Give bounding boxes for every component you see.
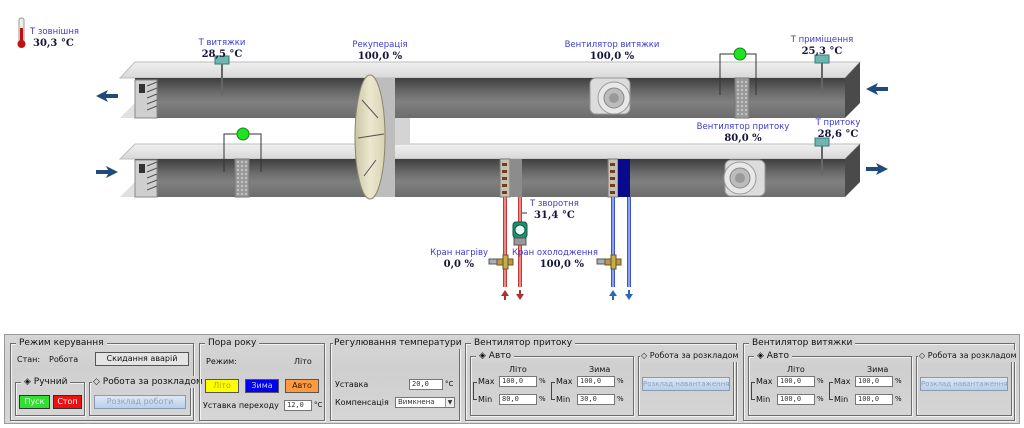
radio-selected-icon: ◈ xyxy=(479,351,489,361)
outdoor-thermometer-icon xyxy=(17,17,26,48)
exhaust-winter-header: Зима xyxy=(867,365,889,374)
hvac-scheme: Т зовнішня 30,3 °C Т витяжки 28,5 °C Рек… xyxy=(17,17,888,300)
chevron-down-icon: ▼ xyxy=(445,398,454,407)
state-label: Стан: xyxy=(17,355,41,364)
exhaust-fan-group: Вентилятор витяжки ◈ Авто Літо Зима Max … xyxy=(743,337,1018,421)
supply-winter-max-input[interactable]: 100,0 xyxy=(577,376,615,387)
manual-radio[interactable]: ◈ Ручний xyxy=(21,376,71,388)
control-panel: Режим керування Стан: Робота Скидання ав… xyxy=(4,334,1020,424)
radio-selected-icon: ◈ xyxy=(24,377,34,387)
room-temp-readout: Т приміщення 25,3 °C xyxy=(790,35,854,57)
work-schedule-button[interactable]: Розклад роботи xyxy=(94,395,186,409)
radio-empty-icon: ◇ xyxy=(93,377,103,387)
recuperator-wheel xyxy=(354,74,410,200)
start-button[interactable]: Пуск xyxy=(19,395,50,409)
supply-fan-auto-radio[interactable]: ◈ Авто xyxy=(476,350,515,362)
exhaust-load-schedule-button[interactable]: Розклад навантаження xyxy=(920,377,1008,391)
supply-summer-header: Літо xyxy=(509,365,527,374)
control-mode-title: Режим керування xyxy=(16,337,107,349)
exhaust-duct xyxy=(118,61,862,119)
season-mode-value: Літо xyxy=(294,357,312,366)
supply-filter-status xyxy=(223,127,262,172)
exhaust-fan xyxy=(589,77,631,115)
winter-button[interactable]: Зима xyxy=(245,379,279,393)
room-return-arrow xyxy=(866,83,888,95)
exhaust-fan-schedule-group: ◇ Робота за розкладом Розклад навантажен… xyxy=(916,350,1018,416)
supply-fan xyxy=(723,159,766,197)
supply-summer-max-input[interactable]: 100,0 xyxy=(499,376,537,387)
supply-fan-group: Вентилятор притоку ◈ Авто Літо Зима Max … xyxy=(465,337,740,421)
exhaust-fan-auto-radio[interactable]: ◈ Авто xyxy=(754,350,793,362)
supply-out-arrow xyxy=(866,163,888,175)
exhaust-out-arrow xyxy=(96,90,118,102)
season-mode-label: Режим: xyxy=(206,357,237,366)
supply-temp-readout: Т притоку 28,6 °C xyxy=(815,118,861,140)
supply-summer-min-input[interactable]: 80,0 xyxy=(499,394,537,405)
changeover-unit: °C xyxy=(314,401,323,409)
summer-button[interactable]: Літо xyxy=(205,379,239,393)
supply-fan-schedule-group: ◇ Робота за розкладом Розклад навантажен… xyxy=(638,350,740,416)
supply-in-arrow xyxy=(96,166,118,178)
state-value: Робота xyxy=(49,355,79,364)
exhaust-temp-readout: Т витяжки 28,5 °C xyxy=(198,38,246,60)
compensation-label: Компенсація xyxy=(335,398,389,407)
supply-fan-title: Вентилятор притоку xyxy=(471,337,576,349)
auto-season-button[interactable]: Авто xyxy=(285,379,319,393)
cooling-valve-readout: Кран охолодження 100,0 % xyxy=(512,248,598,270)
exhaust-winter-min-label: Min xyxy=(834,395,849,404)
supply-fan-readout: Вентилятор притоку 80,0 % xyxy=(696,122,790,144)
schedule-radio[interactable]: ◇ Робота за розкладом xyxy=(92,376,204,388)
season-group: Пора року Режим: Літо Літо Зима Авто Уст… xyxy=(199,337,325,421)
exhaust-summer-header: Літо xyxy=(787,365,805,374)
heating-pipes xyxy=(488,197,528,300)
heating-valve-readout: Кран нагріву 0,0 % xyxy=(430,248,488,270)
exhaust-fan-schedule-radio[interactable]: ◇ Робота за розкладом xyxy=(918,350,1018,362)
hvac-diagram xyxy=(17,17,888,300)
return-temp-readout: Т зворотня 31,4 °C xyxy=(530,199,579,221)
supply-summer-min-label: Min xyxy=(478,395,493,404)
exhaust-summer-max-label: Max xyxy=(756,377,773,386)
changeover-input[interactable]: 12,0 xyxy=(284,400,312,411)
exhaust-fan-readout: Вентилятор витяжки 100,0 % xyxy=(564,40,660,62)
exhaust-filter-status xyxy=(719,47,757,95)
cooling-pipes xyxy=(596,197,633,300)
setpoint-input[interactable]: 20,0 xyxy=(409,379,443,390)
temp-control-group: Регулювання температури Уставка 20,0 °C … xyxy=(330,337,463,421)
exhaust-summer-min-label: Min xyxy=(756,395,771,404)
supply-winter-max-label: Max xyxy=(556,377,573,386)
supply-winter-min-input[interactable]: 30,0 xyxy=(577,394,615,405)
temp-control-title: Регулювання температури xyxy=(333,337,463,349)
exhaust-fan-auto-group: ◈ Авто Літо Зима Max 100,0 % Min 100,0 %… xyxy=(748,350,912,416)
exhaust-temp-probe xyxy=(214,55,230,95)
recuperation-readout: Рекуперація 100,0 % xyxy=(352,40,408,62)
room-temp-probe xyxy=(814,54,830,93)
exhaust-winter-min-input[interactable]: 100,0 xyxy=(855,394,893,405)
supply-fan-auto-group: ◈ Авто Літо Зима Max 100,0 % Min 80,0 % … xyxy=(470,350,634,416)
exhaust-winter-max-input[interactable]: 100,0 xyxy=(855,376,893,387)
setpoint-unit: °C xyxy=(445,380,454,388)
supply-fan-schedule-radio[interactable]: ◇ Робота за розкладом xyxy=(640,350,740,362)
supply-load-schedule-button[interactable]: Розклад навантаження xyxy=(642,377,730,391)
manual-group: ◈ Ручний Пуск Стоп xyxy=(15,376,85,416)
radio-empty-icon: ◇ xyxy=(641,351,650,360)
exhaust-summer-max-input[interactable]: 100,0 xyxy=(777,376,815,387)
supply-summer-max-label: Max xyxy=(478,377,495,386)
reset-alarms-button[interactable]: Скидання аварій xyxy=(95,352,189,366)
supply-winter-min-label: Min xyxy=(556,395,571,404)
changeover-label: Уставка переходу xyxy=(203,401,279,410)
supply-winter-header: Зима xyxy=(589,365,611,374)
radio-empty-icon: ◇ xyxy=(919,351,928,360)
schedule-group: ◇ Робота за розкладом Розклад роботи xyxy=(89,376,204,416)
season-title: Пора року xyxy=(205,337,260,349)
compensation-select[interactable]: Вимкнена ▼ xyxy=(395,397,455,408)
exhaust-fan-title: Вентилятор витяжки xyxy=(749,337,856,349)
supply-temp-probe xyxy=(814,137,830,175)
setpoint-label: Уставка xyxy=(335,380,369,389)
control-mode-group: Режим керування Стан: Робота Скидання ав… xyxy=(10,337,204,421)
outdoor-temp-readout: Т зовнішня 30,3 °C xyxy=(30,27,79,49)
exhaust-winter-max-label: Max xyxy=(834,377,851,386)
stop-button[interactable]: Стоп xyxy=(53,395,82,409)
radio-selected-icon: ◈ xyxy=(757,351,767,361)
exhaust-summer-min-input[interactable]: 100,0 xyxy=(777,394,815,405)
